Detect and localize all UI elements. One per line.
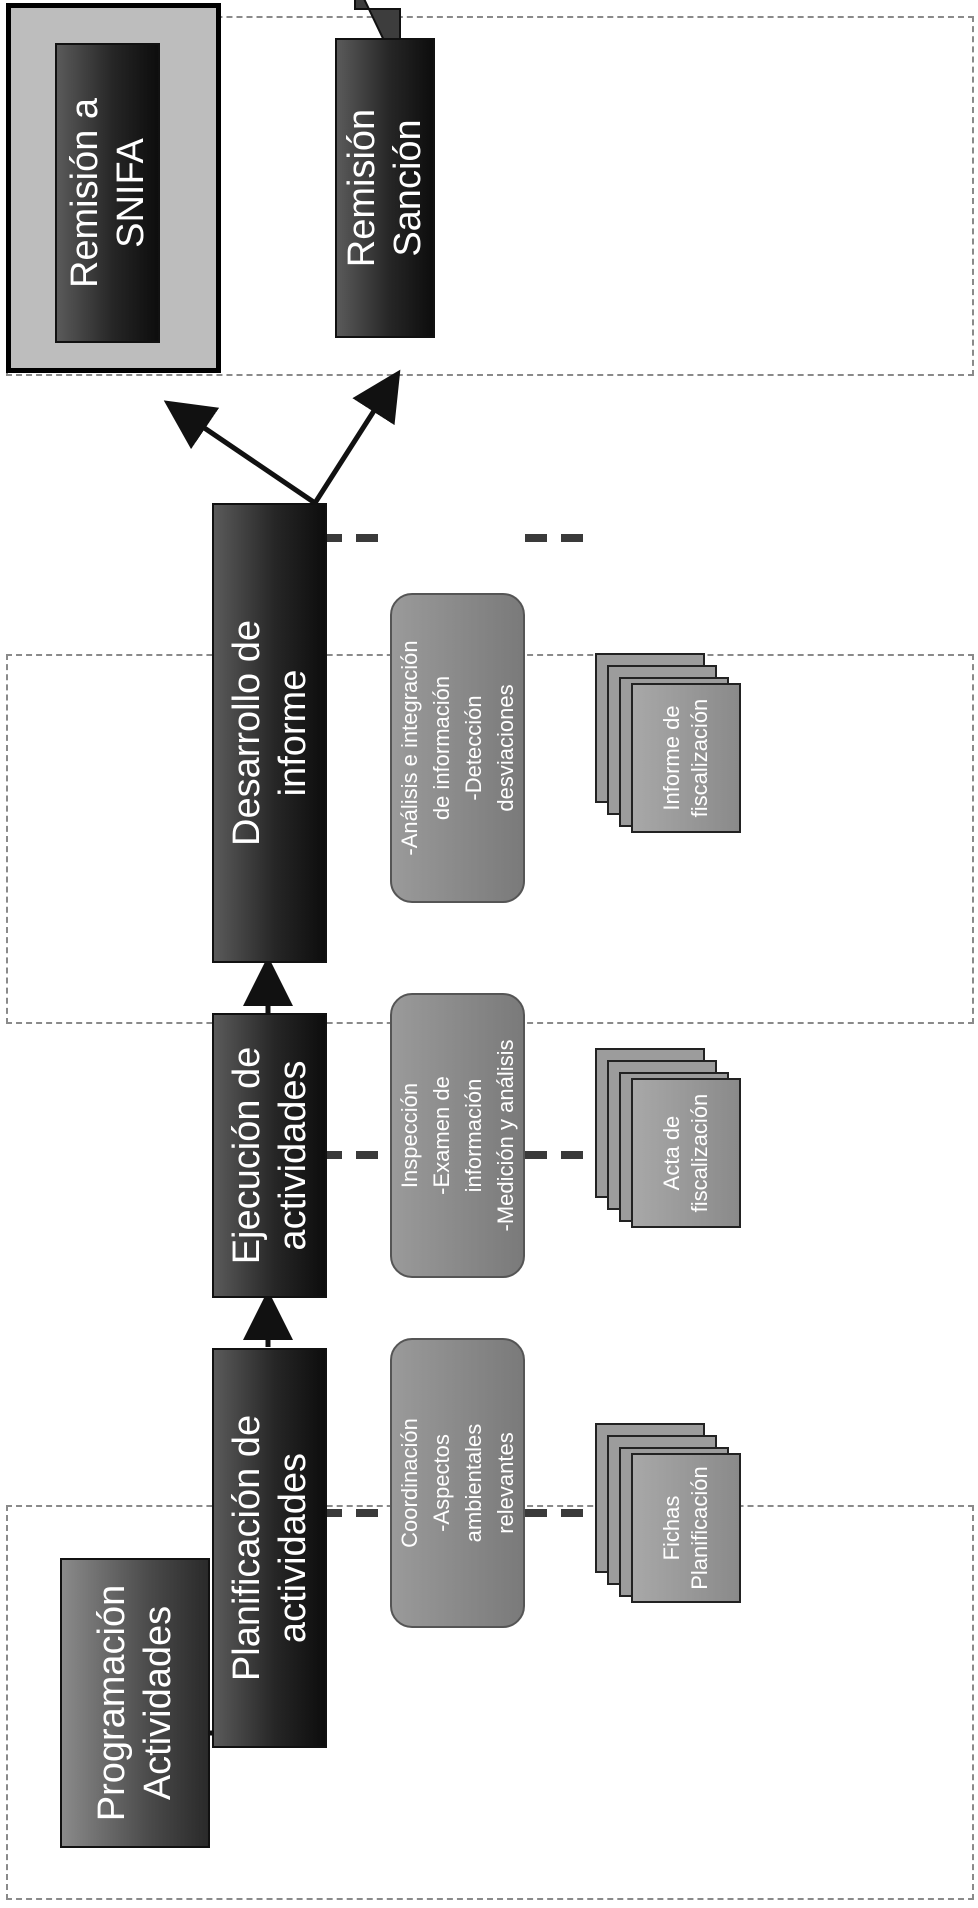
activity-desarrollo-line2: de información	[428, 675, 454, 821]
document-planificacion-front: Fichas Planificación	[631, 1453, 741, 1603]
activity-desarrollo-line3: -Detección	[460, 695, 486, 801]
document-ejecucion-line1: Acta de	[659, 1115, 684, 1191]
node-ejecucion-line2: actividades	[271, 1060, 314, 1251]
activity-planificacion-line1: Coordinación	[396, 1418, 422, 1548]
document-desarrollo-line1: Informe de	[659, 705, 684, 811]
activity-desarrollo-line4: desviaciones	[492, 684, 518, 812]
node-remision-snifa-line1: Remisión a	[63, 97, 106, 289]
node-desarrollo-line2: informe	[271, 669, 314, 797]
arrow-des-to-snifa	[163, 400, 317, 506]
node-desarrollo-line1: Desarrollo de	[225, 620, 268, 846]
node-programacion-line2: Actividades	[137, 1605, 179, 1801]
activity-desarrollo: -Análisis e integración de información -…	[390, 593, 525, 903]
activity-ejecucion-line3: información	[460, 1078, 486, 1193]
node-ejecucion-line1: Ejecución de	[225, 1046, 268, 1265]
node-remision-sancion-line1: Remisión	[341, 108, 383, 268]
activity-ejecucion: Inspección -Examen de información -Medic…	[390, 993, 525, 1278]
node-planificacion-line2: actividades	[271, 1452, 314, 1644]
activity-desarrollo-line1: -Análisis e integración	[396, 640, 422, 856]
document-ejecucion-front: Acta de fiscalización	[631, 1078, 741, 1228]
node-planificacion: Planificación de actividades	[212, 1348, 327, 1748]
node-remision-snifa: Remisión a SNIFA	[55, 43, 160, 343]
node-planificacion-line1: Planificación de	[225, 1414, 268, 1682]
node-remision-sancion: Remisión Sanción	[335, 38, 435, 338]
node-desarrollo: Desarrollo de informe	[212, 503, 327, 963]
node-programacion: Programación Actividades	[60, 1558, 210, 1848]
document-desarrollo: Informe de fiscalización	[595, 653, 745, 833]
activity-planificacion-line4: relevantes	[492, 1432, 518, 1534]
document-planificacion-line1: Fichas	[659, 1495, 684, 1561]
activity-ejecucion-line4: -Medición y análisis	[492, 1039, 518, 1232]
activity-ejecucion-line1: Inspección	[396, 1082, 422, 1189]
document-desarrollo-line2: fiscalización	[687, 698, 712, 818]
document-ejecucion-line2: fiscalización	[687, 1093, 712, 1213]
activity-planificacion: Coordinación -Aspectos ambientales relev…	[390, 1338, 525, 1628]
document-ejecucion: Acta de fiscalización	[595, 1048, 745, 1228]
node-ejecucion: Ejecución de actividades	[212, 1013, 327, 1298]
document-planificacion: Fichas Planificación	[595, 1423, 745, 1603]
activity-ejecucion-line2: -Examen de	[428, 1076, 454, 1195]
document-desarrollo-front: Informe de fiscalización	[631, 683, 741, 833]
document-planificacion-line2: Planificación	[687, 1466, 712, 1590]
activity-planificacion-line2: -Aspectos	[428, 1434, 454, 1532]
node-remision-snifa-line2: SNIFA	[109, 138, 152, 248]
activity-planificacion-line3: ambientales	[460, 1423, 486, 1543]
node-remision-sancion-line2: Sanción	[387, 119, 429, 257]
arrow-des-to-sancion	[312, 369, 401, 505]
node-programacion-line1: Programación	[91, 1584, 133, 1822]
